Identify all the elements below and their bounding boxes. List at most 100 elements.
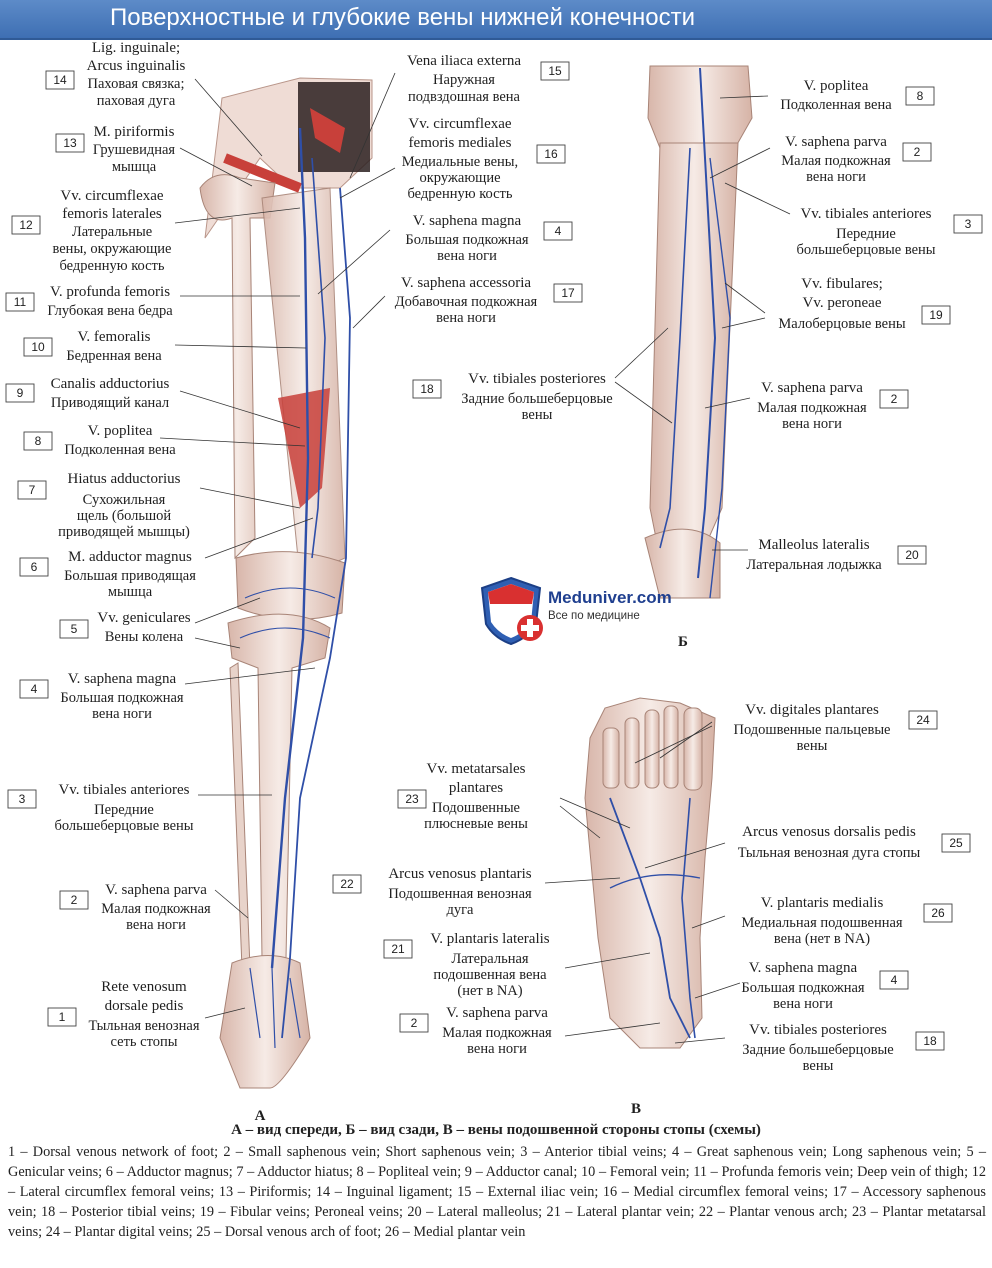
svg-text:2: 2 <box>411 1016 418 1030</box>
label-anterior-tibial-veins-a: 3 Vv. tibiales anteriores Передние больш… <box>7 782 194 834</box>
svg-text:M. piriformis: M. piriformis <box>94 124 175 140</box>
svg-text:Vv. tibiales posteriores: Vv. tibiales posteriores <box>468 371 606 387</box>
svg-text:дуга: дуга <box>446 902 474 918</box>
svg-text:femoris mediales: femoris mediales <box>409 135 512 151</box>
svg-text:щель (большой: щель (большой <box>77 508 172 524</box>
svg-text:2: 2 <box>71 893 78 907</box>
svg-text:Arcus venosus dorsalis pedis: Arcus venosus dorsalis pedis <box>742 824 916 840</box>
anatomy-diagram: 14 Lig. inguinale; Arcus inguinalis Пахо… <box>5 40 983 1120</box>
panel-label-b: Б <box>678 634 688 650</box>
label-popliteal-vein-b: 8 V. poplitea Подколенная вена <box>780 78 935 113</box>
svg-text:Грушевидная: Грушевидная <box>93 142 176 158</box>
figure-legend: 1 – Dorsal venous network of foot; 2 – S… <box>8 1144 986 1240</box>
svg-text:Передние: Передние <box>836 226 896 242</box>
svg-text:Большая подкожная: Большая подкожная <box>60 690 184 706</box>
svg-text:вена (нет в NA): вена (нет в NA) <box>774 931 870 947</box>
svg-text:Малая подкожная: Малая подкожная <box>781 153 891 169</box>
label-lateral-plantar-vein: 21 V. plantaris lateralis Латеральная по… <box>383 931 550 999</box>
svg-text:9: 9 <box>17 386 24 400</box>
svg-text:Бедренная вена: Бедренная вена <box>66 348 162 364</box>
svg-text:вена ноги: вена ноги <box>806 169 866 185</box>
svg-text:V. saphena parva: V. saphena parva <box>785 134 887 150</box>
svg-text:Латеральная: Латеральная <box>451 951 529 967</box>
svg-text:6: 6 <box>31 560 38 574</box>
svg-text:Arcus venosus plantaris: Arcus venosus plantaris <box>388 866 531 882</box>
label-popliteal-vein-a: 8 V. poplitea Подколенная вена <box>23 423 176 458</box>
label-great-saphenous-vein-b: 4 V. saphena magna Большая подкожная вен… <box>405 213 573 264</box>
svg-text:Hiatus adductorius: Hiatus adductorius <box>68 471 181 487</box>
svg-text:13: 13 <box>63 136 77 150</box>
svg-text:V. saphena magna: V. saphena magna <box>68 671 177 687</box>
svg-text:Vv. geniculares: Vv. geniculares <box>97 610 190 626</box>
label-plantar-digital-veins: 24 Vv. digitales plantares Подошвенные п… <box>733 702 938 754</box>
svg-text:Приводящий канал: Приводящий канал <box>51 395 169 411</box>
label-inguinal-ligament: 14 Lig. inguinale; Arcus inguinalis Пахо… <box>45 40 186 109</box>
svg-text:Vv. peroneae: Vv. peroneae <box>803 295 882 311</box>
svg-text:приводящей мышцы): приводящей мышцы) <box>58 524 190 540</box>
svg-text:вена ноги: вена ноги <box>467 1041 527 1057</box>
svg-text:Vv. digitales plantares: Vv. digitales plantares <box>745 702 879 718</box>
svg-text:Медиальные вены,: Медиальные вены, <box>402 154 518 170</box>
svg-text:большеберцовые вены: большеберцовые вены <box>54 818 193 834</box>
svg-text:Canalis adductorius: Canalis adductorius <box>51 376 170 392</box>
svg-text:22: 22 <box>340 877 354 891</box>
svg-text:plantares: plantares <box>449 780 503 796</box>
svg-text:Латеральные: Латеральные <box>72 224 152 240</box>
svg-text:Malleolus lateralis: Malleolus lateralis <box>758 537 869 553</box>
svg-text:15: 15 <box>548 64 562 78</box>
svg-text:V. saphena accessoria: V. saphena accessoria <box>401 275 531 291</box>
svg-text:1: 1 <box>59 1010 66 1024</box>
svg-text:вены: вены <box>522 407 553 423</box>
label-fibular-veins: 19 Vv. fibulares; Vv. peroneae Малоберцо… <box>778 276 951 332</box>
svg-text:7: 7 <box>29 483 36 497</box>
svg-text:2: 2 <box>891 392 898 406</box>
svg-text:8: 8 <box>35 434 42 448</box>
svg-text:Паховая связка;: Паховая связка; <box>87 76 184 92</box>
svg-text:вена ноги: вена ноги <box>782 416 842 432</box>
label-great-saphenous-vein-a: 4 V. saphena magna Большая подкожная вен… <box>19 671 184 722</box>
svg-text:Arcus inguinalis: Arcus inguinalis <box>87 58 186 74</box>
label-adductor-hiatus: 7 Hiatus adductorius Сухожильная щель (б… <box>17 471 190 540</box>
svg-text:подошвенная вена: подошвенная вена <box>433 967 547 983</box>
label-lateral-circumflex-femoral-veins: 12 Vv. circumflexae femoris laterales Ла… <box>11 188 172 274</box>
svg-text:Vv. tibiales posteriores: Vv. tibiales posteriores <box>749 1022 887 1038</box>
svg-text:Малая подкожная: Малая подкожная <box>442 1025 552 1041</box>
svg-text:Латеральная лодыжка: Латеральная лодыжка <box>746 557 882 573</box>
leg-posterior-illustration <box>644 65 753 599</box>
svg-text:окружающие: окружающие <box>419 170 500 186</box>
label-posterior-tibial-veins-a: 18 Vv. tibiales posteriores Задние больш… <box>412 371 613 423</box>
svg-text:Глубокая вена бедра: Глубокая вена бедра <box>47 303 173 319</box>
svg-text:Большая приводящая: Большая приводящая <box>64 568 196 584</box>
svg-text:V. saphena parva: V. saphena parva <box>446 1005 548 1021</box>
svg-text:24: 24 <box>916 713 930 727</box>
svg-text:V. poplitea: V. poplitea <box>804 78 869 94</box>
svg-text:(нет в NA): (нет в NA) <box>457 983 522 999</box>
svg-text:4: 4 <box>555 224 562 238</box>
svg-text:Задние большеберцовые: Задние большеберцовые <box>461 391 612 407</box>
svg-text:V. plantaris lateralis: V. plantaris lateralis <box>430 931 549 947</box>
svg-text:Тыльная венозная дуга стопы: Тыльная венозная дуга стопы <box>738 845 921 861</box>
svg-text:M. adductor magnus: M. adductor magnus <box>68 549 192 565</box>
svg-text:18: 18 <box>420 382 434 396</box>
label-adductor-magnus: 6 M. adductor magnus Большая приводящая … <box>19 549 196 600</box>
label-profunda-femoris-vein: 11 V. profunda femoris Глубокая вена бед… <box>5 284 173 319</box>
svg-text:4: 4 <box>31 682 38 696</box>
svg-text:Малая подкожная: Малая подкожная <box>757 400 867 416</box>
svg-text:вены: вены <box>803 1058 834 1074</box>
svg-text:4: 4 <box>891 973 898 987</box>
label-external-iliac-vein: 15 Vena iliaca externa Наружная подвздош… <box>407 53 570 105</box>
svg-text:Vv. circumflexae: Vv. circumflexae <box>408 116 511 132</box>
svg-text:Большая подкожная: Большая подкожная <box>741 980 865 996</box>
label-piriformis: 13 M. piriformis Грушевидная мышца <box>55 124 176 175</box>
svg-text:Rete venosum: Rete venosum <box>101 979 187 995</box>
label-great-saphenous-vein-c: 4 V. saphena magna Большая подкожная вен… <box>741 960 909 1012</box>
svg-text:Подошвенные: Подошвенные <box>432 800 520 816</box>
svg-text:25: 25 <box>949 836 963 850</box>
svg-text:Vv. metatarsales: Vv. metatarsales <box>427 761 526 777</box>
svg-text:14: 14 <box>53 73 67 87</box>
svg-text:Подошвенная венозная: Подошвенная венозная <box>388 886 532 902</box>
svg-text:V. femoralis: V. femoralis <box>77 329 150 345</box>
shield-icon <box>480 576 543 646</box>
svg-text:femoris laterales: femoris laterales <box>62 206 162 222</box>
svg-text:плюсневые вены: плюсневые вены <box>424 816 528 832</box>
